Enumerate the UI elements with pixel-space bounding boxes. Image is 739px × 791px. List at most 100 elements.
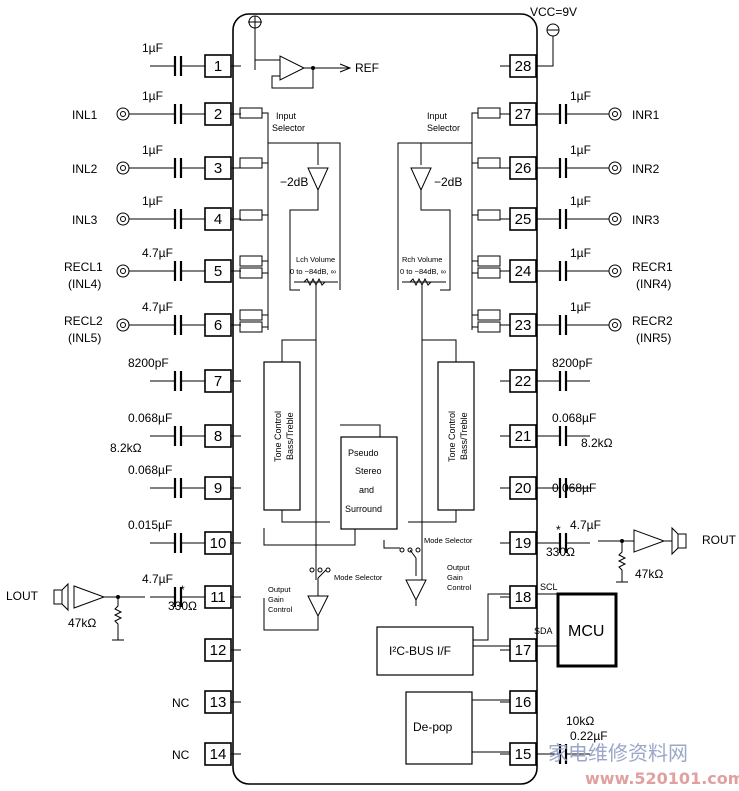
tone-r-1: Tone Control [447,411,457,462]
input-label: RECL2 [64,314,103,328]
input-label: RECL1 [64,260,103,274]
input-label-2: (INL5) [68,331,101,345]
pin-15: 15 0.22µF [500,729,608,766]
ref-buffer: REF [248,15,379,89]
depop-block [405,691,473,765]
pin-number: 26 [515,160,532,177]
r-left-load: 47kΩ [68,616,96,630]
i2c-block [376,626,474,676]
lch-volume-1: Lch Volume [296,255,335,264]
pin-3: 3 1µF INL2 [72,143,241,180]
mcu-label: MCU [568,623,604,640]
pin-28: 28 [500,54,537,78]
pin-number: 7 [214,373,222,390]
pin-19: 194.7µF [500,518,601,555]
cap-label: 1µF [142,143,163,157]
left-input-selector: Input Selector −2dB Lch Volume 0 to −84d… [239,107,341,580]
pin-16: 16 [500,690,537,714]
input-selector-r-line1: Input [427,111,448,121]
pin-number: 18 [515,589,532,606]
input-label: INR3 [632,213,660,227]
pin-number: 28 [515,58,532,75]
cap-label: 0.22µF [570,729,608,743]
ogc-r-1: Output [447,563,470,572]
sda-label: SDA [534,626,553,636]
pin-number: 5 [214,263,222,280]
cap-label: 0.068µF [552,411,596,425]
pin-number: 14 [210,746,227,763]
pseudo-3: and [359,485,374,495]
input-selector-l-line1: Input [276,111,297,121]
input-label: RECR2 [632,314,673,328]
pin-number: 15 [515,746,532,763]
watermark-text: 家电维修资料网 [548,741,688,765]
pin-6: 6 4.7µF RECL2 (INL5) [64,300,241,345]
pin-number: 25 [515,211,532,228]
star-left: * [180,583,185,597]
pin-number: 13 [210,694,227,711]
pin-10: 10 0.015µF [128,518,241,555]
input-label: NC [172,748,190,762]
rch-volume-1: Rch Volume [402,255,442,264]
cap-label: 1µF [570,143,591,157]
pin-21: 21 0.068µF [500,411,596,448]
rout-label: ROUT [702,533,737,547]
pin-number: 20 [515,480,532,497]
pin-number: 1 [214,58,222,75]
pin-number: 16 [515,694,532,711]
vcc-supply: VCC=9V [530,5,577,67]
pin-number: 3 [214,160,222,177]
pin-number: 6 [214,317,222,334]
r-left-out: 330Ω [168,599,197,613]
lch-volume-2: 0 to −84dB, ∞ [290,267,336,276]
cap-label: 0.068µF [552,481,596,495]
pin-1: 1 1µF [142,41,241,78]
input-selector-l-line2: Selector [272,123,305,133]
pin-20: 20 0.068µF [500,476,596,500]
cap-label: 4.7µF [142,300,173,314]
pin-number: 24 [515,263,532,280]
mode-sel-l: Mode Selector [334,573,383,582]
right-speaker: ROUT [598,526,737,583]
r-right-load: 47kΩ [635,567,663,581]
mcu-block [556,592,618,668]
input-label: INL3 [72,213,98,227]
pin-number: 21 [515,428,532,445]
cap-label: 0.068µF [128,463,172,477]
pin-12: 12 [204,638,241,662]
input-label: RECR1 [632,260,673,274]
cap-label: 0.015µF [128,518,172,532]
r-right-out: 330Ω [546,545,575,559]
pin-number: 2 [214,106,222,123]
cap-label: 1µF [142,89,163,103]
cap-label: 1µF [570,246,591,260]
pin-number: 27 [515,106,532,123]
output-right: Mode Selector Output Gain Control [383,536,473,606]
pseudo-2: Stereo [355,466,382,476]
input-label: INL2 [72,162,98,176]
input-selector-r-line2: Selector [427,123,460,133]
tone-l-1: Tone Control [273,411,283,462]
scl-label: SCL [540,582,558,592]
input-label: INR2 [632,162,660,176]
ogc-r-2: Gain [447,573,463,582]
cap-label: 1µF [570,89,591,103]
pin-9: 90.068µF [128,463,241,500]
pin-number: 19 [515,535,532,552]
tone-control-right: Tone Control Bass/Treble [408,339,475,523]
depop-label: De-pop [413,720,453,734]
ic-body [232,13,538,785]
left-speaker: LOUT [6,582,145,641]
ogc-l-1: Output [268,585,291,594]
ogc-r-3: Control [447,583,472,592]
cap-label: 1µF [142,41,163,55]
pin-number: 10 [210,535,227,552]
cap-label: 4.7µF [142,246,173,260]
